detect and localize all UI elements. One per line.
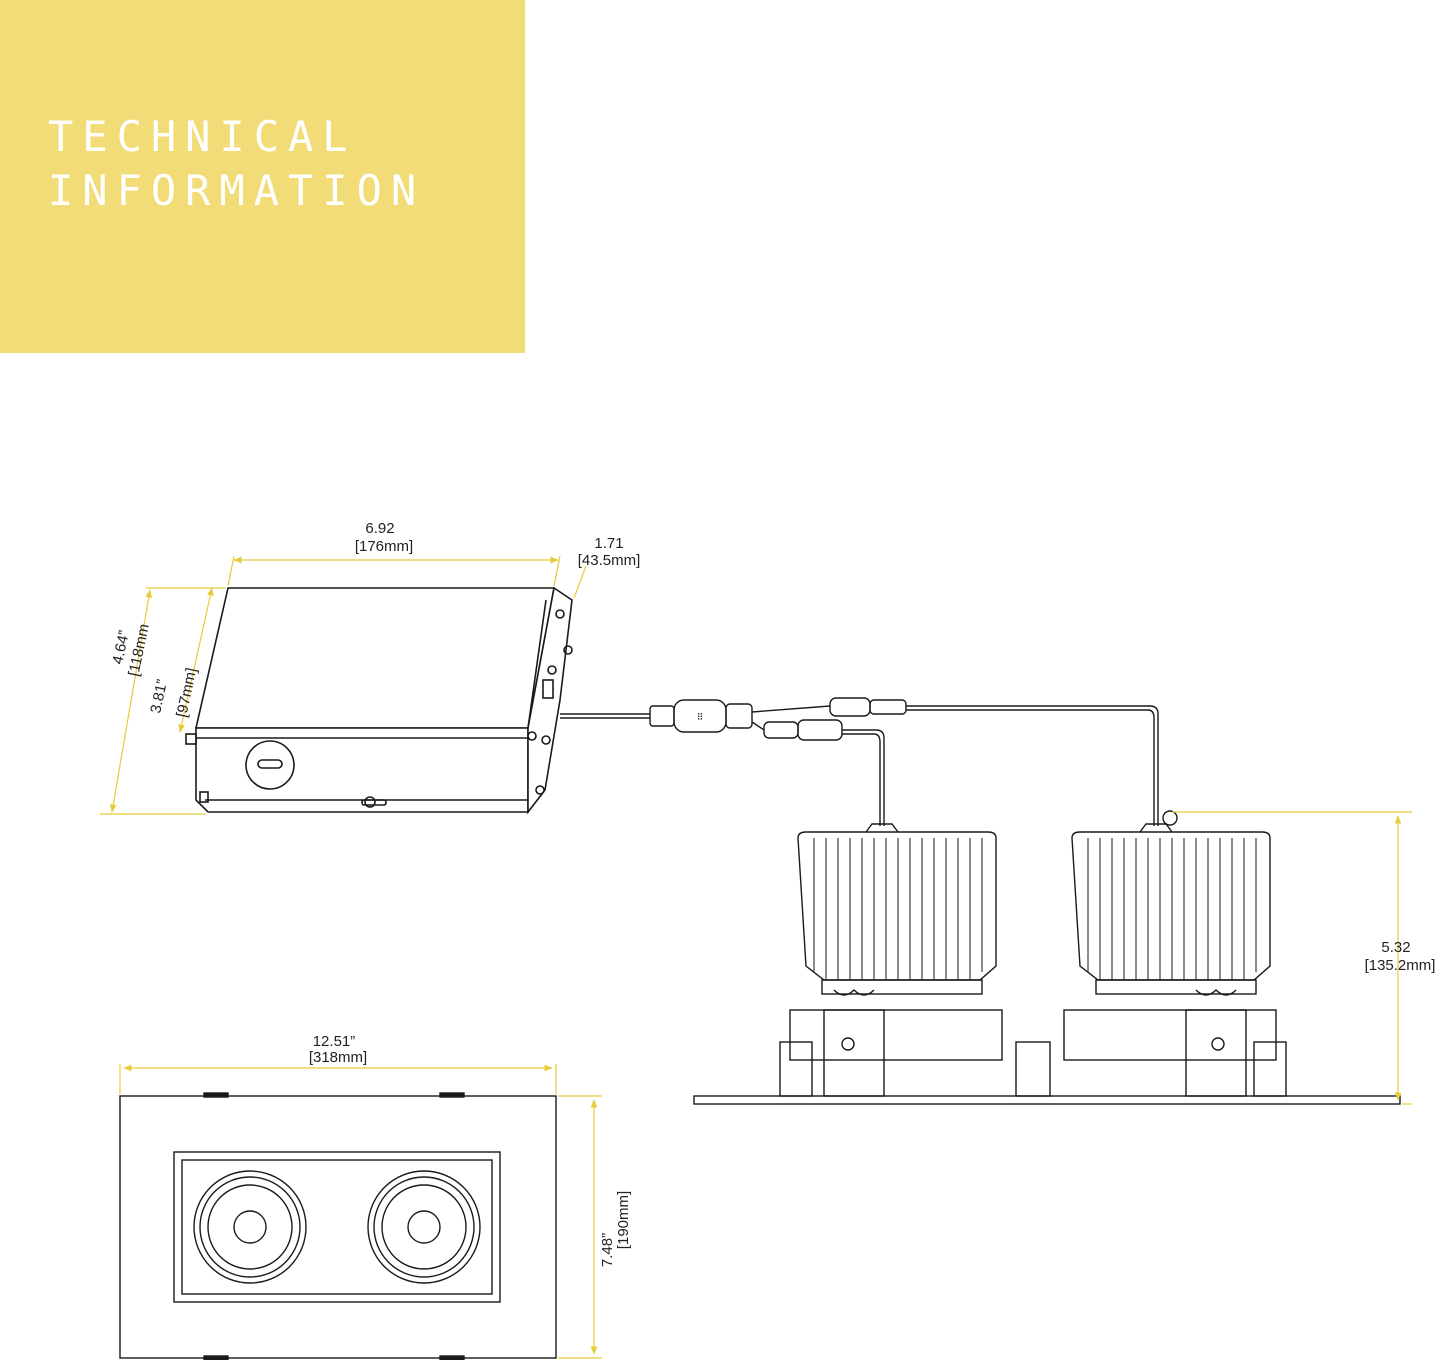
top-width-in: 12.51”	[313, 1033, 356, 1050]
driver-inner-in: 3.81”	[147, 678, 171, 715]
driver-depth-in: 1.71	[594, 535, 623, 552]
top-width-mm: [318mm]	[309, 1049, 367, 1066]
svg-text:⠿: ⠿	[697, 712, 704, 722]
fixture-top-view	[119, 1092, 557, 1360]
header-block: TECHNICAL INFORMATION	[0, 0, 525, 353]
driver-width-in: 6.92	[365, 520, 394, 537]
title-line-2: INFORMATION	[48, 166, 426, 215]
driver-depth-mm: [43.5mm]	[578, 552, 641, 569]
driver-height-in: 4.64”	[109, 629, 133, 666]
cable-assembly: ⠿	[560, 697, 1159, 826]
top-height-in: 7.48”	[599, 1233, 616, 1267]
fixture-height-mm: [135.2mm]	[1365, 957, 1436, 974]
top-height-mm: [190mm]	[615, 1191, 632, 1249]
dimension-lines	[100, 555, 1412, 1359]
fixture-height-in: 5.32	[1381, 939, 1410, 956]
driver-height-mm: [118mm	[125, 622, 153, 677]
driver-width-mm: [176mm]	[355, 538, 413, 555]
title-line-1: TECHNICAL	[48, 112, 357, 161]
driver-box	[185, 586, 573, 815]
driver-inner-mm: [97mm]	[173, 666, 200, 718]
fixture-side-view	[693, 810, 1401, 1105]
